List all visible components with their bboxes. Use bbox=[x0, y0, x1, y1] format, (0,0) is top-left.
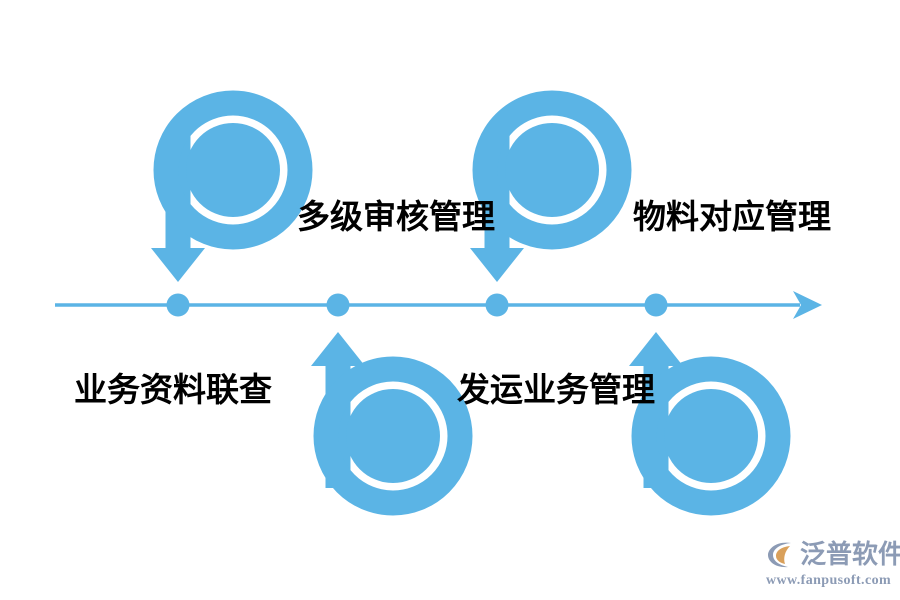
timeline-dot-3[interactable] bbox=[485, 293, 509, 317]
timeline-dot-4[interactable] bbox=[644, 293, 668, 317]
timeline-dot-2[interactable] bbox=[326, 293, 350, 317]
watermark-brand-name: 泛普软件 bbox=[800, 539, 900, 569]
p-arrow-down-icon bbox=[151, 103, 300, 282]
node-label-duojishenhe: 多级审核管理 bbox=[297, 198, 495, 235]
node-label-yewuziliao: 业务资料联查 bbox=[74, 371, 272, 408]
node-3-icon-group bbox=[470, 103, 619, 282]
node-label-fayunyewu: 发运业务管理 bbox=[457, 371, 655, 408]
fanpu-logo-icon bbox=[768, 542, 791, 568]
b-arrow-up-icon bbox=[629, 332, 778, 503]
watermark-url: www.fanpusoft.com bbox=[766, 573, 892, 588]
p-arrow-down-icon bbox=[470, 103, 619, 282]
timeline-dot-1[interactable] bbox=[166, 293, 190, 317]
node-1-icon-group bbox=[151, 103, 300, 282]
timeline-arrowhead-icon bbox=[793, 291, 822, 319]
b-arrow-up-icon bbox=[311, 332, 460, 503]
watermark-brand-row: 泛普软件 bbox=[766, 536, 900, 572]
watermark-logo: 泛普软件 www.fanpusoft.com bbox=[766, 536, 900, 594]
node-label-wuliaoduiying: 物料对应管理 bbox=[633, 198, 831, 235]
node-2-icon-group bbox=[311, 332, 460, 503]
node-4-icon-group bbox=[629, 332, 778, 503]
